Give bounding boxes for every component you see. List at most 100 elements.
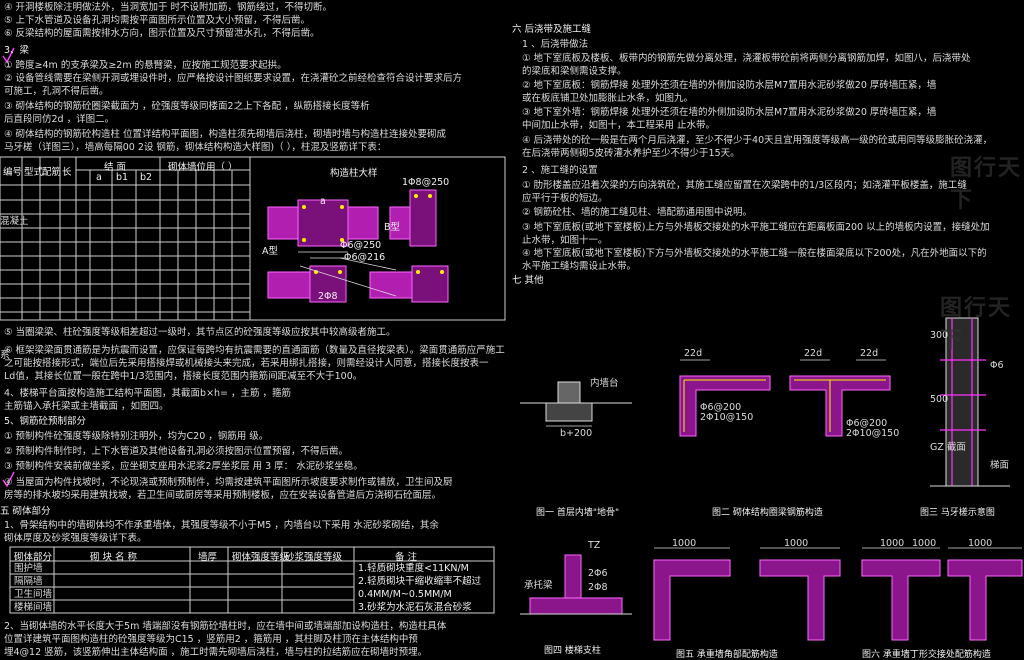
watermark: 图行天下 bbox=[950, 156, 1023, 213]
figure-caption: 图一 首层内墙"地骨" bbox=[536, 508, 620, 518]
detail-label: B型 bbox=[384, 222, 401, 233]
note-line: 位置详建筑平面图构造柱的砼强度等级为C15 ，竖筋用2 ，箍筋用 ，其柱脚及柱顶… bbox=[4, 634, 418, 645]
note-line: 可施工，孔洞不得后凿。 bbox=[4, 86, 109, 97]
figure-caption: 图三 马牙槎示意图 bbox=[920, 508, 995, 518]
figure2-drawing bbox=[679, 359, 891, 437]
figure-label: 22d bbox=[860, 348, 879, 359]
table1-header: 型式 bbox=[24, 167, 44, 178]
figure-label: 内墙台 bbox=[590, 378, 619, 389]
figure-label: 1000 bbox=[672, 538, 697, 549]
figure-label: 22d bbox=[804, 348, 823, 359]
table1-header: 砌体墙位用（ ） bbox=[168, 162, 238, 173]
figure4-drawing bbox=[520, 554, 632, 615]
table2-header: 砌体部分 bbox=[14, 552, 53, 563]
note-line: ② 预制构件制作时，上下水管道及其他设备孔洞必须按图示位置预留，不得后凿。 bbox=[4, 446, 349, 457]
note-line: 4、楼梯平台面按构造施工结构平面图，其截面b×h= ，主筋 ，箍筋 bbox=[4, 388, 292, 399]
side-label: 系 bbox=[0, 350, 10, 361]
table2-row: 围护墙 bbox=[14, 563, 43, 574]
note-line: 的梁底和梁侧需设支撑。 bbox=[522, 66, 627, 77]
note-line: ① 地下室底板及楼板、板带内的钢筋先做分离处理，浇灌板带砼前将两侧分离钢筋加焊，… bbox=[522, 53, 971, 64]
table1-header: 长 bbox=[62, 167, 72, 178]
figure-label: 1000 bbox=[784, 538, 809, 549]
figure-label: 承托梁 bbox=[524, 580, 553, 591]
note-line: 后直段同仿2d ，详图二。 bbox=[4, 114, 115, 125]
table2-grid bbox=[9, 546, 495, 614]
note-line: 马牙槎（详图三），墙高每隔00 2设 钢筋，砌体结构构造大样图)（ ），柱混及竖… bbox=[4, 142, 387, 153]
detail-label: a bbox=[320, 196, 326, 207]
note-line: ④ 砌体结构的钢筋砼构造柱 位置详结构平面图，构造柱须先砌墙后浇柱，砌墙时墙与构… bbox=[4, 129, 447, 140]
table2-note: 0.4MM/M~0.5MM/M bbox=[358, 589, 452, 600]
table2-row: 卫生间墙 bbox=[14, 589, 53, 600]
subsection-heading: 2 、施工缝的设置 bbox=[522, 165, 598, 176]
figure-label: b+200 bbox=[560, 428, 593, 439]
table1-header: 结 面 bbox=[104, 162, 127, 173]
section-heading: 3、梁 bbox=[4, 45, 30, 56]
note-line: ④ 开洞楼板除注明做法外，当洞宽加于 时不设附加筋，钢筋绕过，不得切断。 bbox=[4, 2, 333, 13]
table2-note: 3.砂浆为水泥石灰混合砂浆 bbox=[358, 602, 472, 613]
figure-label: 2Φ6 bbox=[588, 568, 608, 579]
table1-header: 编号 bbox=[3, 167, 23, 178]
table2-note: 2.轻质砌块干缩收缩率不超过 bbox=[358, 576, 482, 587]
note-line: ③ 预制构件安装前做坐浆，应坐砌支座用水泥浆2厚坐浆层 用 3 厚： 水泥砂浆坐… bbox=[4, 461, 363, 472]
column-detail-ab bbox=[267, 189, 449, 303]
detail-label: Φ6@216 bbox=[344, 252, 386, 263]
section-heading: 六 后浇带及施工缝 bbox=[512, 24, 592, 35]
figure-caption: 图五 承重墙角部配筋构造 bbox=[676, 650, 778, 660]
figure-label: GZ 截面 bbox=[930, 442, 966, 453]
table2-header: 砌 块 名 称 bbox=[90, 552, 138, 563]
table1-header: b2 bbox=[140, 172, 153, 183]
note-line: 应平行于板的短边。 bbox=[522, 193, 608, 204]
figure-label: 梯面 bbox=[990, 460, 1010, 471]
figure5-drawing bbox=[653, 547, 841, 641]
note-line: 水平施工缝均需设止水带。 bbox=[522, 261, 637, 272]
subsection-heading: 1 、后浇带做法 bbox=[522, 39, 589, 50]
note-line: 主筋锚入承托梁或主墙截面 ，如图四。 bbox=[4, 401, 169, 412]
note-line: 之可能按搭接形式，端位后先采用搭接焊或机械接头来完成，若采用绑扎搭接，则需经设计… bbox=[4, 358, 489, 369]
note-line: ① 跨度≥4m 的支承梁及≥2m 的悬臂梁，应按施工规范要求起拱。 bbox=[4, 60, 287, 71]
table2-row: 隔隔墙 bbox=[14, 576, 43, 587]
note-line: 在后浇带两侧砌5皮砖灌水养护至少不得少于15天。 bbox=[522, 148, 740, 159]
figure-label: 22d bbox=[684, 348, 703, 359]
table2-header: 砂浆强度等级 bbox=[285, 552, 343, 563]
figure-label: 500 bbox=[930, 394, 949, 405]
note-line: ⑤ 上下水管道及设备孔洞均需按平面图所示位置及大小预留，不得后凿。 bbox=[4, 15, 311, 26]
detail-label: Φ6@250 bbox=[340, 240, 382, 251]
figure-label: 1000 bbox=[968, 538, 993, 549]
figure-label: 1000 bbox=[880, 538, 905, 549]
table1-header: 构造柱大样 bbox=[330, 168, 378, 179]
note-line: ① 肋形楼盖应沿着次梁的方向浇筑砼，其施工缝应留置在次梁跨中的1/3区段内；如浇… bbox=[522, 180, 967, 191]
detail-label: A型 bbox=[262, 246, 278, 257]
table2-note: 1.轻质砌块重度<11KN/M bbox=[358, 563, 469, 574]
figure-label: Φ6@200 bbox=[700, 402, 742, 413]
figure6-drawing bbox=[861, 547, 1023, 641]
note-line: 1、骨架结构中的墙砌体均不作承重墙体，其强度等级不小于M5 ，内墙台以下采用 水… bbox=[4, 520, 439, 531]
figure3-drawing bbox=[930, 317, 1010, 487]
figure-label: Φ6@200 bbox=[846, 418, 888, 429]
section-heading: 5、钢筋砼预制部分 bbox=[4, 416, 87, 427]
note-line: 砌体厚度及砂浆强度等级详下表。 bbox=[4, 533, 147, 544]
figure-label: Φ6 bbox=[990, 360, 1004, 371]
figure-label: 1000 bbox=[912, 538, 937, 549]
figure1-drawing bbox=[520, 381, 632, 427]
figure-label: 300 bbox=[930, 330, 949, 341]
note-line: 2、当砌体墙的水平长度大于5m 墙端部没有钢筋砼墙柱时，应在墙中间或墙端部加设构… bbox=[4, 621, 447, 632]
detail-label: 1Φ8@250 bbox=[402, 177, 450, 188]
note-line: 止水带，如图十一。 bbox=[522, 235, 608, 246]
note-line: ② 地下室底板：钢筋焊接 处理外还须在墙的外侧加设防水层M7置用水泥砂浆做20 … bbox=[522, 80, 937, 91]
table2-header: 墙厚 bbox=[198, 552, 218, 563]
note-line: 中间加止水带，如图十，本工程采用 止水带。 bbox=[522, 120, 716, 131]
check-marks bbox=[2, 47, 15, 488]
figure-caption: 图六 承重墙丁形交接处配筋构造 bbox=[862, 650, 991, 660]
table2-header: 备 注 bbox=[395, 552, 418, 563]
figure-label: 2Φ10@150 bbox=[846, 428, 900, 439]
figure-caption: 图二 砌体结构圈梁钢筋构造 bbox=[712, 508, 823, 518]
note-line: ③ 地下室外墙：钢筋焊接 处理外还须在墙的外侧加设防水层M7置用水泥砂浆做20 … bbox=[522, 107, 937, 118]
table2-row: 楼梯间墙 bbox=[14, 602, 53, 613]
note-line: ① 预制构件砼强度等级除特别注明外，均为C20 ，钢筋用 级。 bbox=[4, 431, 269, 442]
note-line: ③ 地下室底板(或地下室楼板)上方与外墙板交接处的水平施工缝应在距离板面200 … bbox=[522, 222, 990, 233]
table2-header: 砌体强度等级 bbox=[232, 552, 290, 563]
figure-label: TZ bbox=[588, 540, 601, 551]
table1-header: 配筋 bbox=[42, 167, 62, 178]
note-line: 埋4@12 竖筋，该竖筋伸出主体结构面 ，施工时需先砌墙后浇柱，墙与柱的拉结筋应… bbox=[4, 647, 428, 658]
